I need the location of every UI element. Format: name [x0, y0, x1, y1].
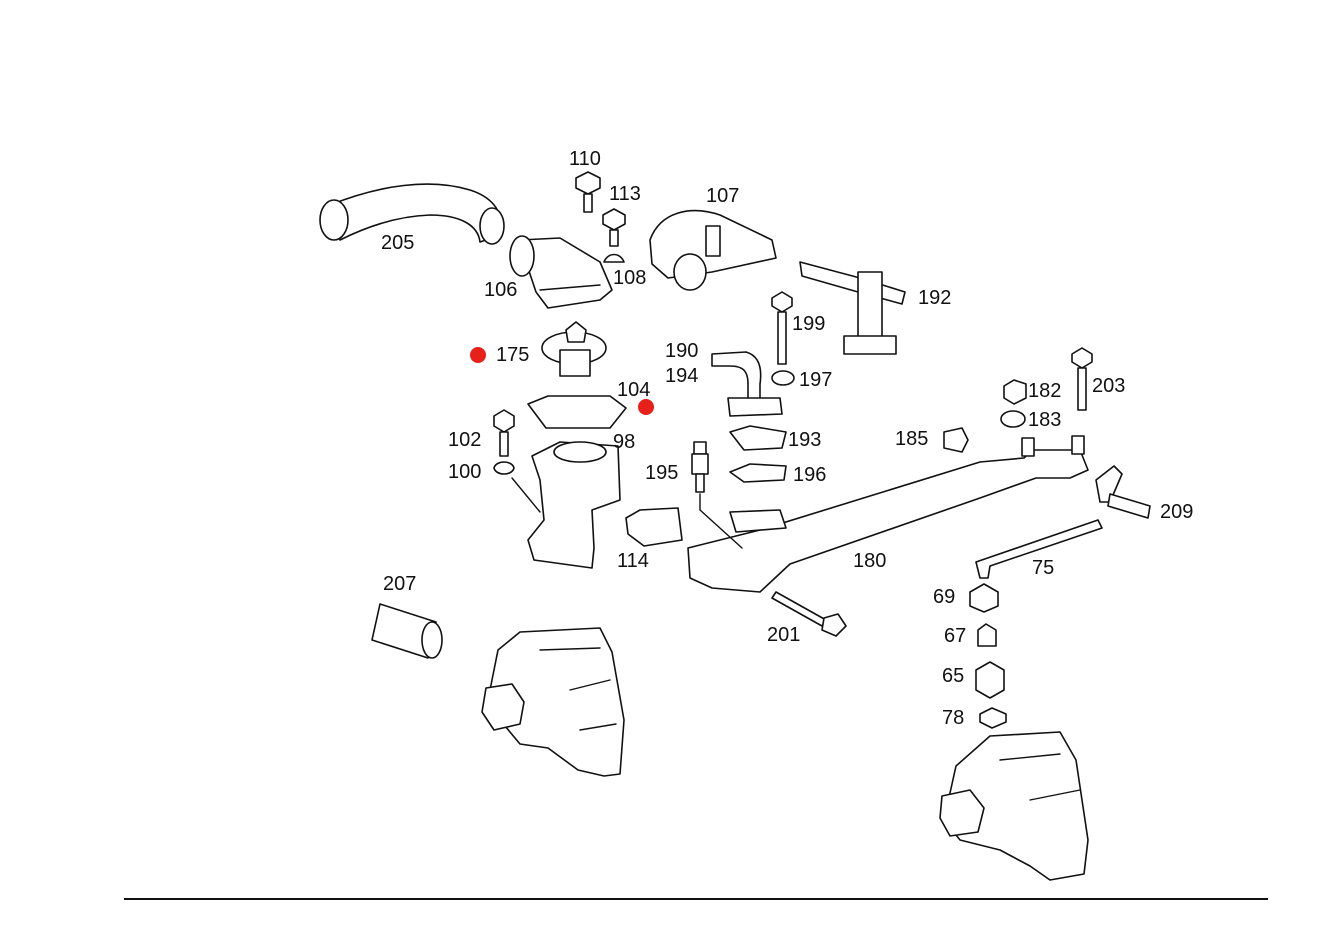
label-100: 100: [448, 461, 482, 483]
label-180: 180: [853, 550, 887, 572]
label-104: 104: [617, 379, 651, 401]
label-209: 209: [1160, 501, 1194, 523]
label-201: 201: [767, 624, 801, 646]
plug-185: [943, 427, 969, 453]
label-194: 194: [665, 365, 699, 387]
label-110: 110: [569, 148, 601, 170]
sensor-195: [691, 441, 709, 493]
label-193: 193: [788, 429, 822, 451]
nut-69: [969, 583, 999, 613]
label-78: 78: [942, 707, 965, 729]
marker-104[interactable]: [638, 399, 654, 415]
label-98: 98: [613, 431, 636, 453]
hose-205: [319, 183, 505, 245]
label-107: 107: [706, 185, 740, 207]
water-pump-left: [481, 627, 625, 777]
rod-75: [975, 519, 1103, 579]
label-67: 67: [944, 625, 967, 647]
label-108: 108: [613, 267, 647, 289]
washer-100: [493, 461, 515, 475]
bolt-110: [575, 171, 601, 213]
gasket-104: [527, 395, 627, 429]
cover-107: [649, 209, 777, 291]
washer-197: [771, 370, 795, 386]
bolt-113: [602, 208, 626, 247]
label-75: 75: [1032, 557, 1055, 579]
nut-78: [979, 707, 1007, 729]
label-65: 65: [942, 665, 965, 687]
bolt-199: [771, 291, 793, 365]
pipe-192: [799, 261, 906, 355]
fitting-65: [975, 661, 1005, 699]
label-207: 207: [383, 573, 417, 595]
pipe-209: [1095, 465, 1151, 519]
washer-183: [1000, 410, 1026, 428]
label-190: 190: [665, 340, 699, 362]
leader-195-b: [699, 509, 743, 549]
sleeve-207: [371, 603, 443, 659]
bolt-203: [1071, 347, 1093, 411]
gasket-114: [625, 507, 683, 547]
label-102: 102: [448, 429, 482, 451]
leader-100: [511, 477, 541, 513]
gasket-196: [729, 463, 787, 483]
label-183: 183: [1028, 409, 1062, 431]
label-175: 175: [496, 344, 530, 366]
label-205: 205: [381, 232, 415, 254]
label-203: 203: [1092, 375, 1126, 397]
water-pump-right: [939, 731, 1089, 881]
label-69: 69: [933, 586, 956, 608]
housing-106: [509, 235, 613, 309]
washer-108: [603, 253, 625, 263]
label-192: 192: [918, 287, 952, 309]
label-195: 195: [645, 462, 679, 484]
housing-98: [527, 441, 621, 569]
pipe-190: [711, 351, 783, 417]
label-182: 182: [1028, 380, 1062, 402]
bolt-102: [493, 409, 515, 457]
bolt-201: [771, 591, 847, 637]
label-197: 197: [799, 369, 833, 391]
label-185: 185: [895, 428, 929, 450]
label-106: 106: [484, 279, 518, 301]
label-196: 196: [793, 464, 827, 486]
fitting-67: [977, 623, 997, 647]
label-113: 113: [609, 183, 641, 205]
label-199: 199: [792, 313, 826, 335]
label-114: 114: [617, 550, 649, 572]
bottom-rule: [124, 898, 1268, 900]
thermostat-175: [541, 321, 607, 377]
manifold-180: [687, 435, 1089, 593]
gasket-193: [729, 425, 787, 451]
plug-182: [1003, 379, 1027, 405]
marker-175[interactable]: [470, 347, 486, 363]
